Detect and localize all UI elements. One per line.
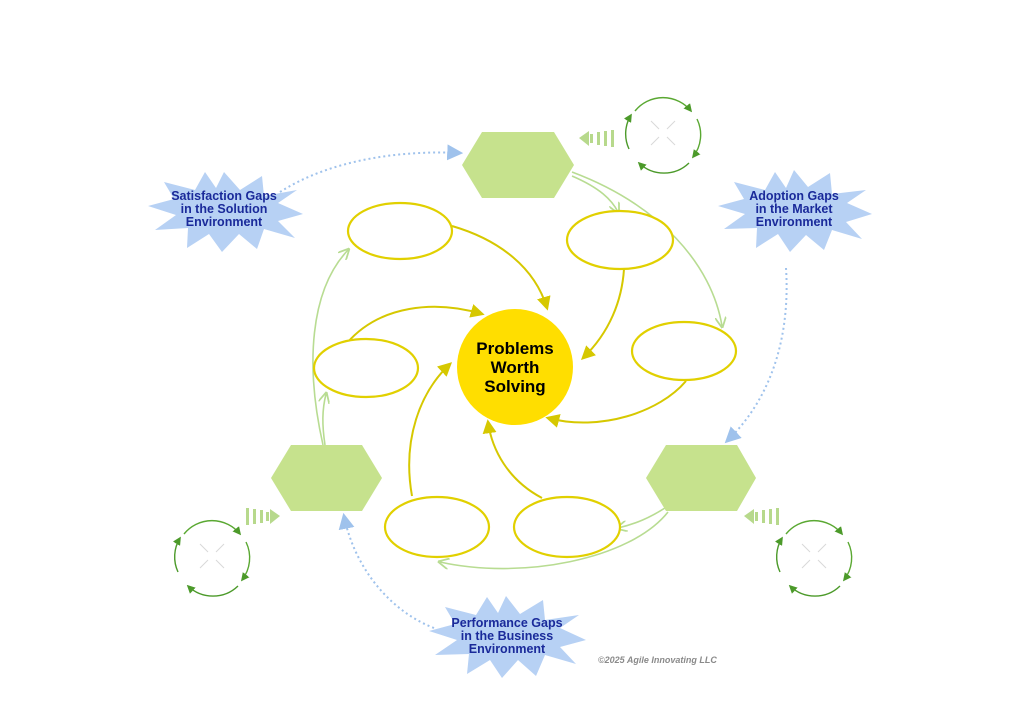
satisfaction-line-1: Satisfaction Gaps [171,189,277,203]
adoption-line-2: in the Market [755,202,833,216]
gap-burst-adoption: Adoption Gaps in the Market Environment [718,170,872,252]
ellipse-bottom-left [383,495,491,559]
striped-arrow-icon [246,508,280,525]
ellipse-top-right [565,209,675,271]
ellipse-right [630,320,738,382]
satisfaction-line-3: Environment [186,215,263,229]
ellipse-left [312,337,420,399]
hexagons [271,132,756,511]
circular-arrows-icon [774,520,853,597]
striped-arrow-icon [579,130,614,147]
dotted-performance-to-left [338,512,435,629]
satisfaction-line-2: in the Solution [181,202,268,216]
connector-left-to-top [312,250,348,446]
hexagon-left [271,445,382,511]
circular-arrows-icon [623,97,702,174]
connector-top-to-right [571,171,722,326]
connector-right-to-bottom [440,511,669,569]
loop-connectors [312,171,722,569]
copyright-notice: ©2025 Agile Innovating LLC [598,655,717,665]
hexagon-right [646,445,756,511]
center-circle [457,309,573,425]
center-node: Problems Worth Solving [457,309,573,425]
burst-shape [148,172,303,252]
connector-right-to-ellipse [618,505,669,528]
ellipse-top-left [346,201,454,261]
arrow-right-ellipse [545,380,687,428]
gap-connectors [279,144,788,629]
adoption-line-1: Adoption Gaps [749,189,839,203]
performance-line-1: Performance Gaps [451,616,562,630]
arrow-bottom-right-ellipse [482,419,543,499]
ellipse-bottom-right [512,495,622,559]
burst-shape [718,170,872,252]
center-line-1: Problems [476,339,553,358]
center-line-2: Worth [491,358,540,377]
arrow-top-right-ellipse [580,268,625,360]
performance-line-2: in the Business [461,629,553,643]
arrow-top-left-ellipse [451,225,551,311]
center-line-3: Solving [484,377,545,396]
arrow-left-ellipse [346,304,485,344]
adoption-line-3: Environment [756,215,833,229]
performance-line-3: Environment [469,642,546,656]
circular-arrows-icon [172,520,251,597]
problem-ellipses [312,201,738,559]
hexagon-top [462,132,574,198]
gap-burst-satisfaction: Satisfaction Gaps in the Solution Enviro… [148,172,303,252]
flow-arrows [346,225,687,499]
striped-arrow-icon [744,508,779,525]
dotted-satisfaction-to-top [279,144,464,193]
connector-top-to-ellipse [571,175,618,212]
burst-shape [429,596,586,678]
connector-left-to-ellipse [323,394,326,446]
gap-burst-performance: Performance Gaps in the Business Environ… [429,596,586,678]
arrow-bottom-left-ellipse [408,362,453,497]
dotted-adoption-to-right [724,267,788,444]
